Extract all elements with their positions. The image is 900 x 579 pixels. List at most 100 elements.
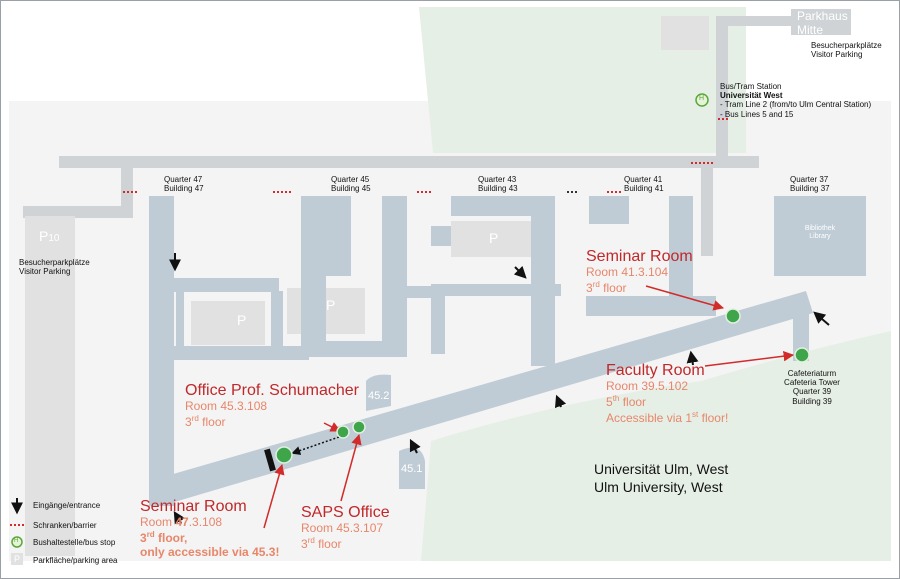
library-building [774,196,866,276]
visitor-parking-west-de: Besucherparkplätze [19,258,90,267]
saps-room: Room 45.3.107 [301,521,384,536]
building-47-label: Quarter 47 Building 47 [164,175,204,193]
cafeteria-line3: Quarter 39 [792,387,832,397]
visitor-parking-west-label: Besucherparkplätze Visitor Parking [19,258,90,276]
green-area-south [421,331,891,561]
building-45: Building 45 [331,184,371,194]
faculty-access: Accessible via 1st floor! [606,409,729,425]
main-road [59,156,759,168]
building-43-label: Quarter 43 Building 43 [478,175,518,193]
p10-letter: P [39,228,49,244]
pointer-arrows [263,285,795,529]
seminar-room-41-callout: Seminar Room Room 41.3.104 3rd floor [586,248,693,296]
building-45-1-label: 45.1 [401,463,423,475]
legend-barrier: Schranken/barrier [33,521,97,530]
visitor-parking-west-en: Visitor Parking [19,267,71,277]
building-45-2 [366,374,391,411]
building-45-label: Quarter 45 Building 45 [331,175,371,193]
building-45-2-label: 45.2 [368,390,390,402]
faculty-room: Room 39.5.102 [606,379,689,394]
quarter-41: Quarter 41 [624,175,663,184]
campus-name-de: Universität Ulm, West [594,461,729,477]
quarter-47: Quarter 47 [164,175,203,184]
seminar-47-room: Room 47.3.108 [140,515,223,530]
road-to-parkhaus [716,16,791,26]
building-43: Building 43 [478,184,518,194]
saps-title: SAPS Office [301,504,390,521]
legend-bus-stop: Bushaltestelle/bus stop [33,538,116,547]
entrance-arrows [169,253,830,525]
cafeteria-line4: Building 39 [792,396,832,406]
bus-stop-icon [695,93,709,107]
cafeteria-line2: Cafeteria Tower [784,378,840,388]
office-floor: 3rd floor [185,414,226,430]
bus-station-name: Universität West [720,91,783,101]
legend-parking-p: P [14,554,21,564]
office-room: Room 45.3.108 [185,399,268,414]
building-41-label: Quarter 41 Building 41 [624,175,664,193]
seminar-47-floor: 3rd floor, [140,530,188,546]
library-de: Bibliothek [804,225,836,232]
building-43-shapes [431,196,561,366]
cafeteria-label: Cafeteriaturm Cafeteria Tower Quarter 39… [784,369,840,406]
visitor-parking-north-label: Besucherparkplätze Visitor Parking [811,41,882,59]
p10-label: P10 [39,228,59,245]
bus-line-1: - Tram Line 2 (from/to Ulm Central Stati… [720,100,872,110]
cafeteria-line1: Cafeteriaturm [787,369,837,378]
library-label: Bibliothek Library [805,225,835,241]
parking-p-47: P [237,312,247,328]
building-41: Building 41 [624,184,664,194]
saps-office-callout: SAPS Office Room 45.3.107 3rd floor [301,504,390,552]
dotted-route-arrow [291,436,340,455]
parking-lot-north [661,16,709,50]
quarter-37: Quarter 37 [790,175,829,184]
p10-number: 10 [48,233,60,244]
legend-parking-icon [11,553,23,565]
quarter-43: Quarter 43 [478,175,517,184]
parking-p10 [25,216,75,556]
legend-entrance: Eingänge/entrance [33,501,101,510]
road-p10-branch [23,206,133,218]
seminar-41-title: Seminar Room [586,248,693,265]
legend-parking: Parkfläche/parking area [33,556,118,565]
road-37 [701,166,713,256]
legend-bus-h: H [14,538,19,544]
campus-name-en: Ulm University, West [594,479,723,496]
visitor-parking-de: Besucherparkplätze [811,41,882,50]
bus-title: Bus/Tram Station [720,82,782,91]
campus-name: Universität Ulm, West Ulm University, We… [594,460,728,496]
office-schumacher-callout: Office Prof. Schumacher Room 45.3.108 3r… [185,382,359,430]
parking-p-45: P [326,297,336,313]
parking-43 [451,221,531,257]
parkhaus-line2: Mitte [797,22,824,37]
building-47-shapes [149,196,309,506]
parkhaus-line1: Parkhaus [797,9,848,23]
seminar-47-title: Seminar Room [140,498,247,515]
parkhaus-label: Parkhaus Mitte [797,9,848,38]
seminar-41-room: Room 41.3.104 [586,265,669,280]
faculty-room-callout: Faculty Room Room 39.5.102 5th floor Acc… [606,362,728,426]
saps-floor: 3rd floor [301,536,342,552]
building-37: Building 37 [790,184,830,194]
office-title: Office Prof. Schumacher [185,382,359,399]
main-corridor [149,291,813,506]
seminar-41-floor: 3rd floor [586,280,627,296]
faculty-floor: 5th floor [606,394,647,410]
parkhaus-mitte [791,9,851,35]
building-37-label: Quarter 37 Building 37 [790,175,830,193]
road-north [716,25,728,165]
legend-bus-icon [11,536,23,548]
building-41-shapes [586,196,716,316]
bus-station-label: Bus/Tram Station Universität West - Tram… [720,82,871,119]
faculty-title: Faculty Room [606,362,705,379]
visitor-parking-en: Visitor Parking [811,50,863,60]
parking-47 [191,301,265,345]
location-markers [275,308,810,464]
building-45-1 [399,447,425,489]
building-47: Building 47 [164,184,204,194]
seminar-entrance-bar [264,448,276,472]
bus-line-2: - Bus Lines 5 and 15 [720,109,794,119]
seminar-room-47-callout: Seminar Room Room 47.3.108 3rd floor, on… [140,498,279,560]
